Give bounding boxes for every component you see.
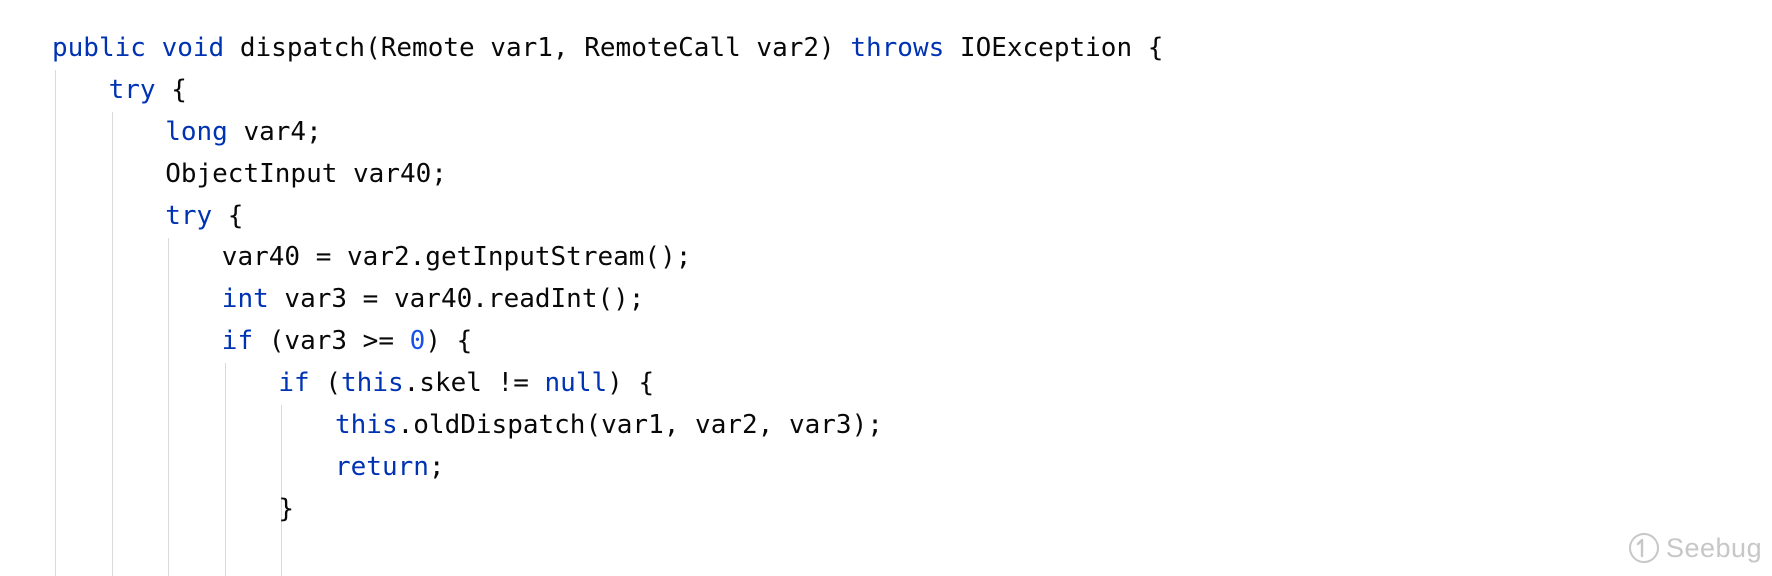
code-token: ) { (607, 368, 655, 399)
keyword-token: try (165, 200, 213, 231)
keyword-token: throws (850, 33, 945, 63)
keyword-token: this (341, 368, 404, 399)
code-line[interactable]: } (0, 489, 1772, 531)
code-token: { (155, 74, 187, 105)
code-token: IOException { (944, 33, 1164, 63)
code-token: dispatch(Remote var1, RemoteCall var2) (224, 33, 851, 63)
code-line[interactable]: return; (0, 447, 1772, 489)
watermark: Seebug (1626, 528, 1762, 568)
keyword-token: if (278, 368, 310, 399)
code-block[interactable]: public void dispatch(Remote var1, Remote… (0, 28, 1772, 573)
seebug-logo-icon (1629, 533, 1659, 563)
code-line[interactable]: try { (0, 70, 1772, 112)
keyword-token: return (335, 451, 429, 482)
code-token: ; (428, 451, 445, 482)
indent-guide (281, 405, 283, 576)
code-token: { (212, 200, 244, 231)
code-line[interactable]: public void dispatch(Remote var1, Remote… (0, 28, 1772, 70)
number-token: 0 (409, 326, 426, 357)
code-token: .skel != (403, 368, 545, 399)
code-token (146, 33, 162, 63)
indent-guide (111, 111, 113, 576)
indent-guide (168, 237, 170, 576)
code-token: var4; (227, 116, 322, 147)
keyword-token: if (221, 326, 254, 357)
code-line[interactable]: long var4; (0, 112, 1772, 154)
code-token: ) { (425, 326, 473, 357)
code-line[interactable] (0, 531, 1772, 573)
keyword-token: public (52, 33, 146, 63)
keyword-token: int (221, 284, 269, 315)
code-token: var40 = var2.getInputStream(); (221, 242, 692, 273)
keyword-token: try (108, 74, 156, 105)
code-token: var3 = var40.readInt(); (268, 284, 645, 315)
code-line[interactable]: var40 = var2.getInputStream(); (0, 237, 1772, 279)
indent-guide (224, 363, 226, 576)
code-token: } (278, 493, 295, 524)
keyword-token: null (544, 368, 608, 399)
indent-guide (55, 69, 56, 576)
code-token: (var3 >= (253, 326, 410, 357)
code-line[interactable]: if (this.skel != null) { (0, 363, 1772, 405)
code-token: ( (309, 368, 342, 399)
code-token: ObjectInput var40; (165, 158, 447, 189)
keyword-token: long (165, 116, 228, 147)
code-line[interactable]: if (var3 >= 0) { (0, 321, 1772, 363)
watermark-text: Seebug (1666, 532, 1763, 563)
code-line[interactable]: int var3 = var40.readInt(); (0, 279, 1772, 321)
code-line[interactable]: try { (0, 196, 1772, 238)
code-line[interactable]: ObjectInput var40; (0, 154, 1772, 196)
code-line[interactable]: this.oldDispatch(var1, var2, var3); (0, 405, 1772, 447)
code-token: .oldDispatch(var1, var2, var3); (397, 410, 883, 441)
keyword-token: this (335, 410, 398, 441)
keyword-token: void (161, 33, 225, 63)
